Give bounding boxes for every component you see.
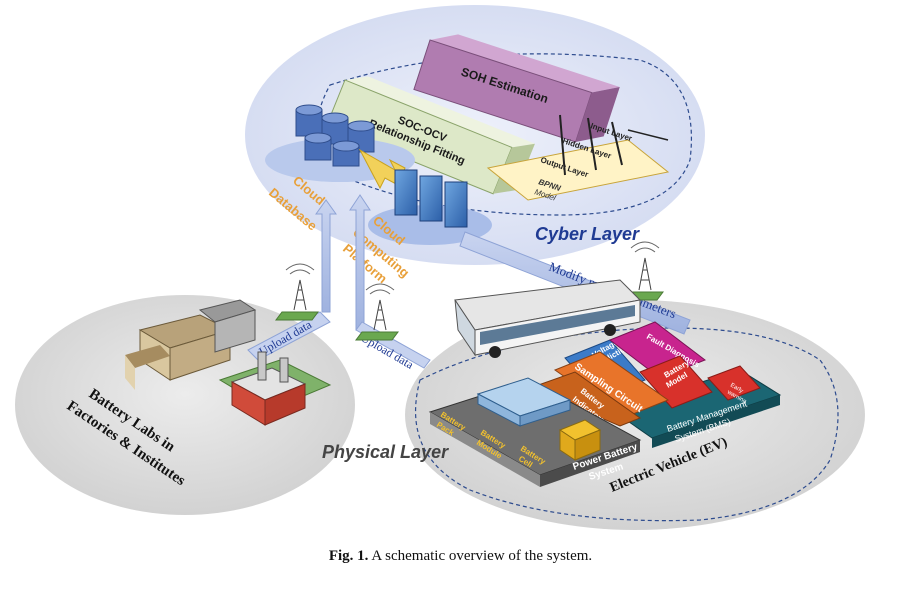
cloud-database-icon: [265, 104, 415, 182]
battery-cell-icon: [558, 419, 602, 461]
caption-text: A schematic overview of the system.: [371, 548, 593, 564]
cyber-layer-label: Cyber Layer: [535, 224, 640, 244]
cloud-computing-icon: [368, 169, 492, 245]
physical-dashed-boundary: [414, 327, 839, 522]
antenna-icon-middle: [355, 283, 399, 341]
figure-caption: Fig. 1. A schematic overview of the syst…: [0, 548, 921, 565]
battery-pack-icon: [476, 377, 572, 427]
early-warning-block: [707, 365, 761, 401]
caption-label: Fig. 1.: [328, 548, 369, 564]
bus-icon: [454, 279, 642, 358]
soh-estimation-block: SOH Estimation: [413, 34, 620, 143]
upload-arrow-left: [247, 199, 337, 361]
lab-buildings-icon: [125, 299, 257, 390]
bpnn-model-block: Output Layer Hidden Layer Input Layer BP…: [486, 114, 670, 203]
physical-layer-label: Physical Layer: [322, 442, 449, 462]
factory-icon: [218, 351, 332, 426]
antenna-icon-left: [275, 263, 319, 321]
